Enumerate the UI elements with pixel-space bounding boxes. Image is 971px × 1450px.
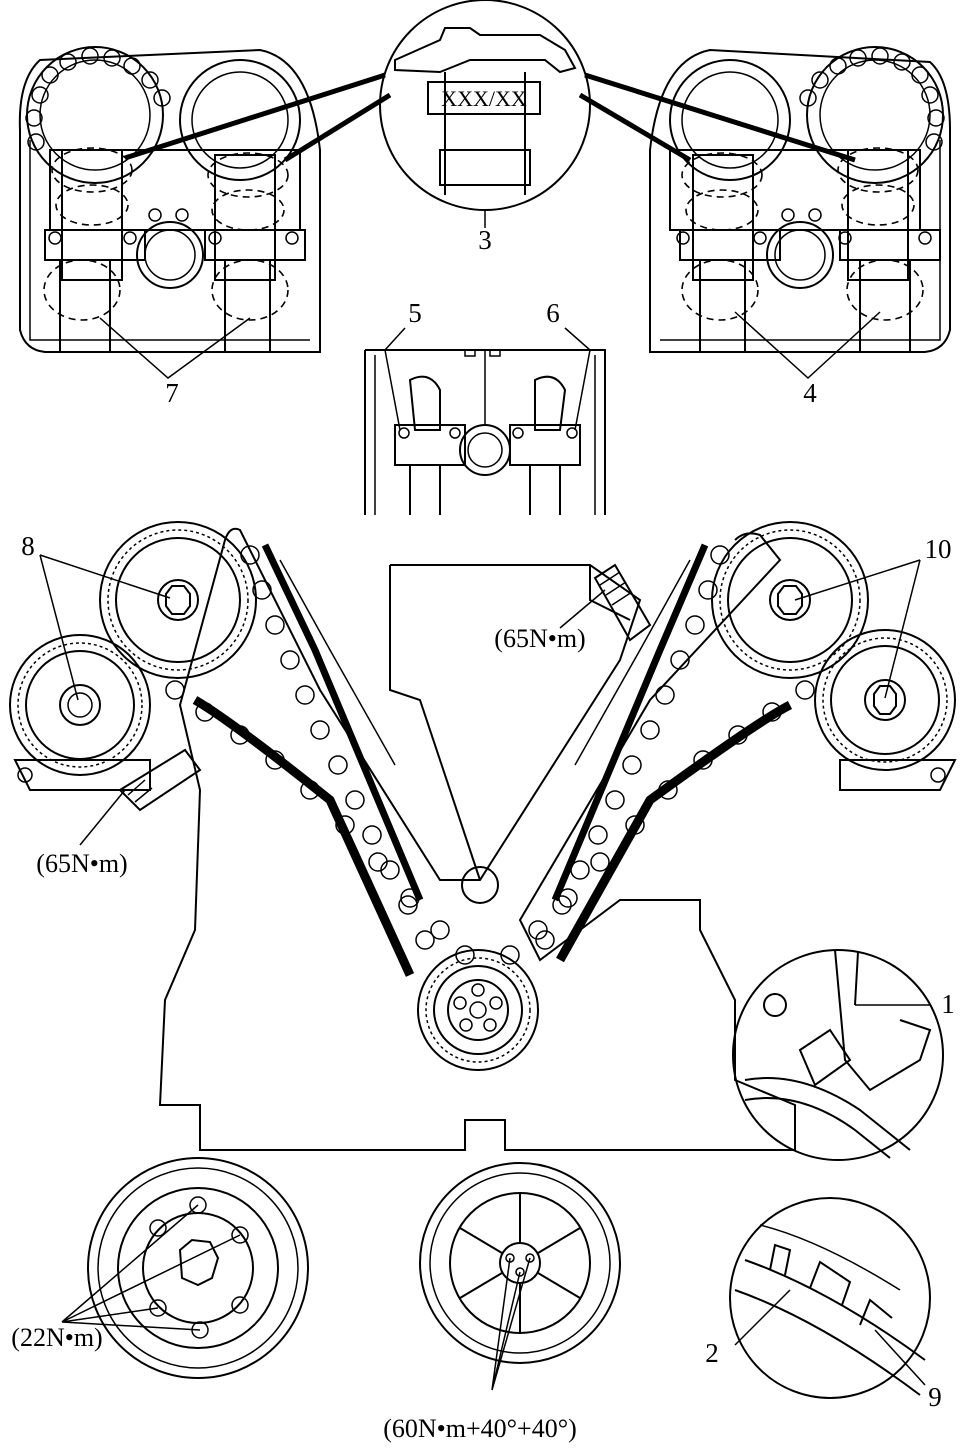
left-head-chain [25,47,171,151]
engine-front-timing-chain [9,521,957,1151]
right-chain-tensioner [593,563,652,642]
torque-damper-bolts: (22N•m) [11,1323,102,1352]
label-10: 10 [925,534,952,564]
left-intake-sprocket [99,521,257,679]
label-1: 1 [941,989,955,1019]
camshaft-marking-callout: XXX/XX [379,0,591,228]
left-cylinder-head-view [18,46,392,379]
label-9: 9 [928,1382,942,1412]
label-6: 6 [546,298,560,328]
label-3: 3 [478,225,492,255]
crank-damper-view [61,1157,309,1379]
crank-pulley-view [419,1162,621,1391]
camshaft-code-text: XXX/XX [441,86,527,111]
right-intake-sprocket [711,521,869,679]
left-exhaust-sprocket [9,634,151,791]
timing-mark-callout [729,1197,931,1399]
torque-crank-bolts: (60N•m+40°+40°) [383,1414,577,1443]
right-cylinder-head-view [578,46,951,380]
cam-bearing-cap-view [364,327,606,515]
chain-run-left [165,545,475,965]
crankshaft-sprocket [417,949,539,1071]
right-exhaust-sprocket [814,629,957,791]
chain-run-right [500,545,815,965]
label-2: 2 [705,1338,719,1368]
crank-position-callout [732,949,944,1161]
camshaft-code-box [427,81,541,115]
left-chain-tensioner [118,748,202,812]
label-7: 7 [165,378,179,408]
label-4: 4 [803,378,817,408]
label-8: 8 [21,531,35,561]
right-head-chain [799,47,945,151]
label-5: 5 [408,298,422,328]
torque-left-tensioner: (65N•m) [36,849,127,878]
torque-right-tensioner: (65N•m) [494,624,585,653]
